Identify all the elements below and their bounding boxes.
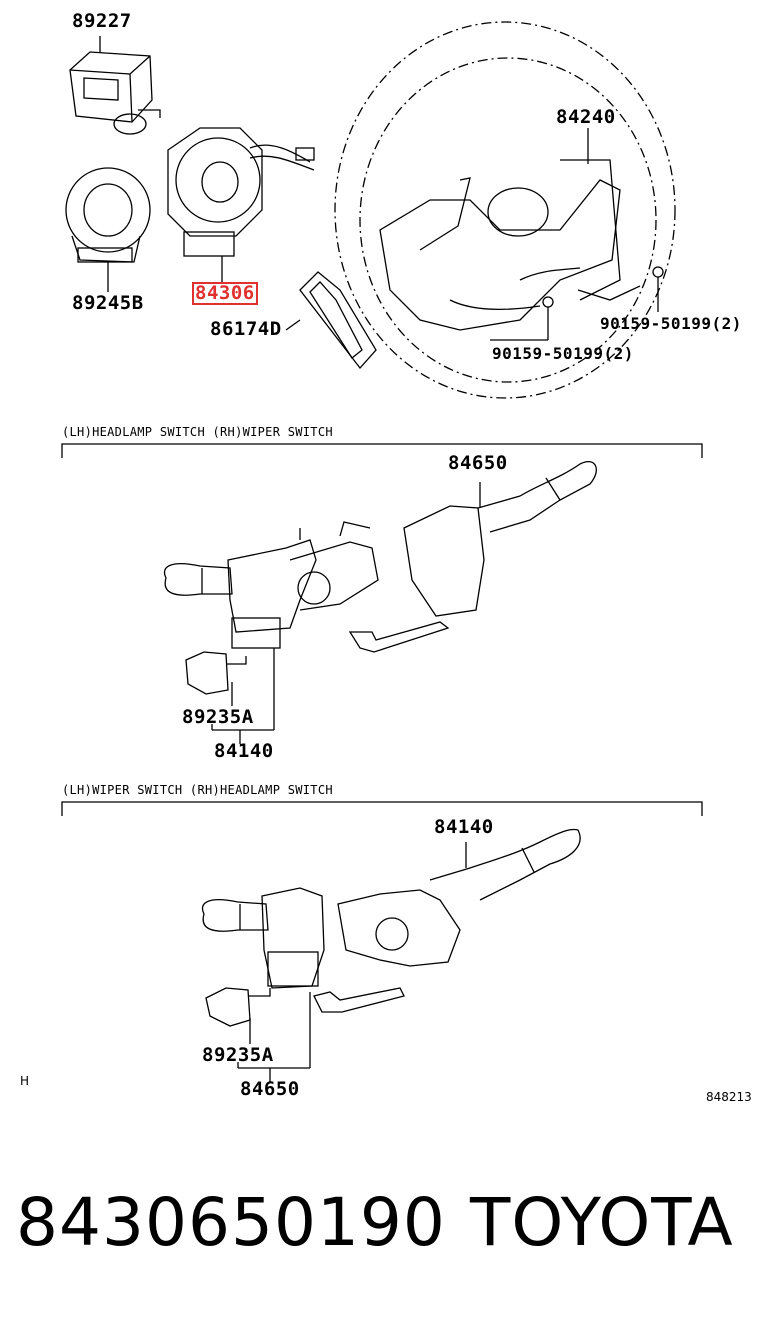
steering-wheel-drawing [334,21,676,399]
label-84306-highlighted[interactable]: 84306 [192,282,258,305]
label-89235a-section1[interactable]: 89235A [182,706,254,728]
bolts-drawing [490,266,664,341]
section2-switch-drawing [201,828,581,1082]
section1-switch-drawing [163,461,597,744]
section1-header: (LH)HEADLAMP SWITCH (RH)WIPER SWITCH [62,425,333,439]
brand-caption: TOYOTA [470,1184,734,1261]
label-84650-section1[interactable]: 84650 [448,452,508,474]
section2-header: (LH)WIPER SWITCH (RH)HEADLAMP SWITCH [62,783,333,797]
label-86174d[interactable]: 86174D [210,318,282,340]
part-number-caption: 8430650190 [16,1184,446,1261]
label-89245b[interactable]: 89245B [72,292,144,314]
footer-left-mark: H [20,1074,30,1088]
label-90159-b[interactable]: 90159-50199(2) [492,344,634,363]
section1-bracket [61,443,703,458]
label-89227[interactable]: 89227 [72,10,132,32]
part-84306-drawing [167,127,315,282]
section2-bracket [61,801,703,816]
part-89227-drawing [69,36,161,135]
label-84240[interactable]: 84240 [556,106,616,128]
label-84650-section2[interactable]: 84650 [240,1078,300,1100]
diagram-code: 848213 [706,1090,752,1104]
label-89235a-section2[interactable]: 89235A [202,1044,274,1066]
part-86174d-drawing [285,271,377,370]
label-84140-section1[interactable]: 84140 [214,740,274,762]
label-90159-a[interactable]: 90159-50199(2) [600,314,742,333]
label-84140-section2[interactable]: 84140 [434,816,494,838]
part-89245b-drawing [65,167,151,292]
